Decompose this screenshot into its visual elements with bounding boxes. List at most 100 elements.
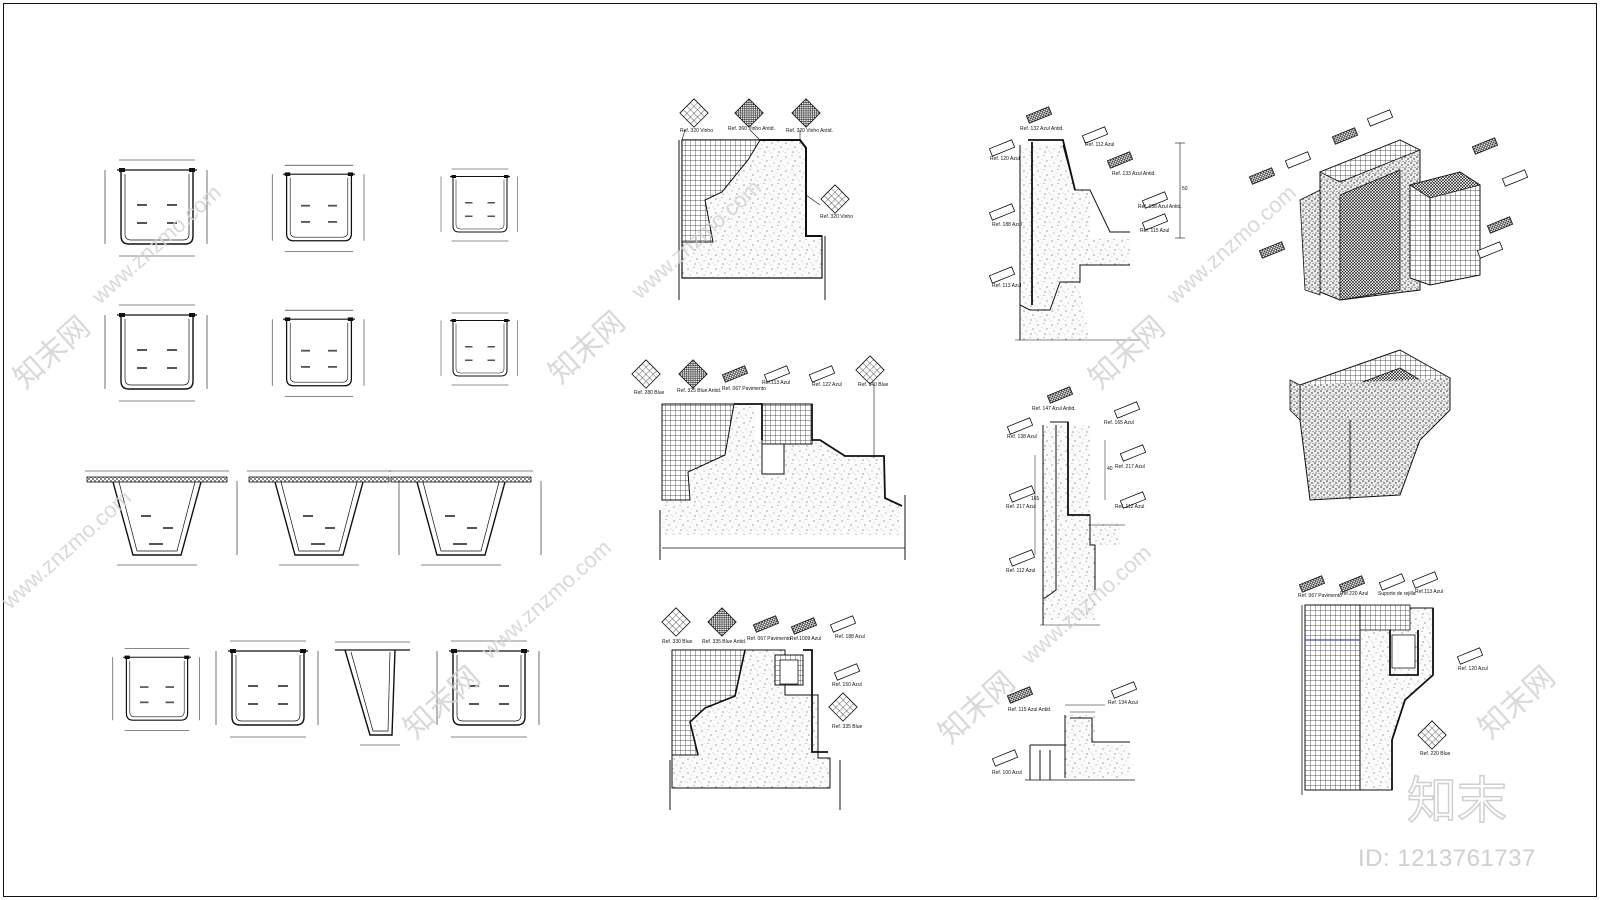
tile-bar-icon (808, 365, 836, 383)
label: Ref.220 Azul (1340, 591, 1368, 597)
channel-section (271, 164, 365, 253)
document-id: ID: 1213761737 (1358, 845, 1536, 872)
label: Ref. 330 Blue (662, 639, 693, 645)
tile-bar-icon (829, 615, 857, 633)
watermark-url: www.znzmo.com (86, 180, 226, 310)
tile-swatch-icon (820, 184, 850, 214)
tile-bar-icon (833, 663, 861, 681)
tile-swatch-dark-icon (791, 98, 821, 128)
tile-bar-icon (1338, 575, 1366, 593)
skewed-section (335, 641, 410, 746)
label: Ref. 325 Blue Antid. (677, 388, 721, 394)
label: Ref. 115 Azul (1140, 228, 1169, 234)
label: Ref. 112 Azul (1006, 568, 1035, 574)
label: Ref. 335 Blue (832, 724, 863, 730)
tile-bar-icon (1471, 137, 1499, 155)
section-group-left (84, 159, 542, 746)
tile-bar-icon (752, 615, 780, 633)
tile-swatch-icon (1417, 720, 1447, 750)
label: Ref. 165 Azul (1104, 420, 1134, 426)
channel-section (271, 309, 365, 398)
label: Ref. 067 Pavimento (1298, 593, 1342, 599)
tile-bar-icon (790, 617, 818, 635)
brand-logo: 知末 (1405, 770, 1525, 830)
tile-swatch-icon (855, 355, 885, 385)
trapezoid-section (388, 470, 542, 566)
tile-bar-icon (1110, 681, 1138, 699)
tile-bar-icon (1006, 417, 1034, 435)
tile-bar-icon (1258, 241, 1286, 259)
label: Ref. 133 Azul Antid. (1112, 171, 1156, 177)
watermark-text: 知末网 (1473, 660, 1562, 745)
label: Ref. 138 Azul (1007, 434, 1037, 440)
watermark-text: 知末网 (1083, 310, 1172, 395)
tile-bar-icon (721, 365, 749, 383)
iso-coping-detail (1289, 349, 1452, 501)
tile-bar-icon (1331, 127, 1359, 145)
tile-bar-icon (988, 266, 1016, 284)
tile-bar-icon (1248, 167, 1276, 185)
label: Ref. 220 Blue (1420, 751, 1451, 757)
tile-swatch-icon (679, 98, 709, 128)
trapezoid-section (246, 470, 400, 566)
label: Ref. 113 Azul (992, 283, 1021, 289)
dimension-label: 165 (1031, 496, 1040, 502)
tile-bar-icon (1106, 151, 1134, 169)
label: Ref. 320 Vinho Antid. (786, 128, 833, 134)
tile-bar-icon (1008, 549, 1036, 567)
tile-bar-icon (1456, 647, 1484, 665)
tile-bar-icon (991, 749, 1019, 767)
tile-bar-icon (1046, 386, 1074, 404)
tiled-wall-section: Ref. 067 Pavimento Ref.220 Azul Suporte … (1298, 571, 1488, 795)
label: Ref. 067 Pavimento (722, 386, 766, 392)
label: Ref. 132 Azul Antid. (1020, 126, 1064, 132)
tile-bar-icon (1025, 106, 1053, 124)
label: Ref.113 Azul (762, 380, 790, 386)
channel-section (440, 312, 519, 386)
watermark-url: www.znzmo.com (0, 485, 136, 615)
label: Ref. 122 Azul (812, 382, 842, 388)
tile-bar-icon (1366, 109, 1394, 127)
tile-bar-icon (988, 139, 1016, 157)
label: Ref. 340 Blue (858, 382, 889, 388)
tile-bar-icon (1298, 575, 1326, 593)
label: Ref. 335 Blue Antid. (702, 639, 746, 645)
label: Ref. 188 Azul (992, 222, 1022, 228)
label: Ref. 150 Azul (832, 682, 862, 688)
tile-bar-icon (1119, 444, 1147, 462)
label: Ref.113 Azul (1415, 589, 1443, 595)
label: Ref. 067 Pavimento (747, 636, 791, 642)
label: Ref. 320 Vinho (820, 214, 853, 220)
wall-section-b: 165 40 Ref. 147 Azul Antid. Ref. 138 Azu… (1006, 386, 1147, 626)
tile-bar-icon (1378, 573, 1406, 591)
tile-swatch-icon (631, 359, 661, 389)
dimension-label: 50 (1182, 186, 1188, 192)
label: Ref. 120 Azul (990, 156, 1020, 162)
label: Ref. 217 Azul (1006, 504, 1036, 510)
tile-bar-icon (988, 203, 1016, 221)
label: Ref. 138 Azul Antid. (1138, 204, 1182, 210)
pool-edge-detail-1: Ref. 320 Vinho Ref. 360 Vinho Antid. Ref… (678, 98, 853, 300)
pool-edge-detail-2: Ref. 280 Blue Ref. 325 Blue Antid. Ref. … (631, 355, 906, 560)
wall-section-c: Ref. 115 Azul Antid. Ref. 134 Azul Ref. … (991, 681, 1138, 781)
tile-bar-icon (1486, 216, 1514, 234)
tile-swatch-dark-icon (678, 359, 708, 389)
tile-swatch-icon (828, 692, 858, 722)
dimension-label: 40 (1107, 466, 1113, 472)
label: Ref. 115 Azul Antid. (1008, 707, 1051, 713)
tile-bar-icon (1476, 241, 1504, 259)
brand-logo-text: 知末 (1407, 773, 1507, 829)
tile-bar-icon (1501, 169, 1529, 187)
channel-section (215, 640, 319, 738)
label: Ref. 112 Azul (1115, 504, 1144, 510)
label: Suporte de rejilla (1378, 591, 1416, 597)
tile-swatch-dark-icon (734, 98, 764, 128)
tile-bar-icon (1411, 571, 1439, 589)
watermark-url: www.znzmo.com (476, 535, 616, 665)
label: Ref. 188 Azul (835, 634, 865, 640)
tile-swatch-icon (661, 607, 691, 637)
sheet-border (3, 3, 1597, 897)
label: Ref. 134 Azul (1108, 700, 1138, 706)
label: Ref. 360 Vinho Antid. (728, 126, 775, 132)
